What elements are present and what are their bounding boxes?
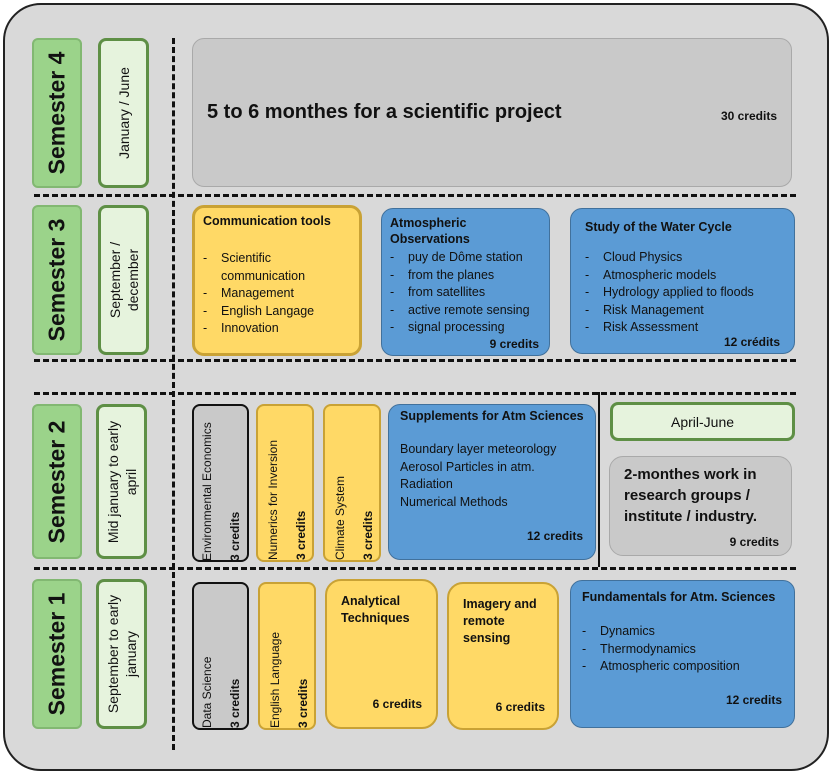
list-item: puy de Dôme station (390, 249, 550, 267)
data-science-credits: 3 credits (228, 678, 242, 728)
climate-system-credits: 3 credits (361, 510, 375, 560)
list-item: Management (203, 285, 353, 303)
climate-system-label: Climate System (333, 475, 347, 560)
communication-tools-list: Scientific communication Management Engl… (203, 250, 353, 338)
english-language-label: English Language (268, 631, 282, 728)
supplements-title: Supplements for Atm Sciences (400, 409, 584, 423)
internship-box: 2-monthes work in research groups / inst… (609, 456, 792, 556)
imagery-remote-sensing-credits: 6 credits (495, 700, 545, 714)
list-item: English Langage (203, 303, 353, 321)
atmospheric-observations-box: Atmospheric Observations puy de Dôme sta… (381, 208, 550, 356)
fundamentals-title: Fundamentals for Atm. Sciences (582, 590, 776, 604)
data-science-box: Data Science 3 credits (192, 582, 249, 730)
supplements-bracket (598, 392, 600, 567)
semester-4-label: Semester 4 (32, 38, 82, 188)
imagery-remote-sensing-title: Imagery and remote sensing (463, 597, 537, 645)
list-item: Risk Assessment (585, 319, 790, 337)
scientific-project-title: 5 to 6 monthes for a scientific project (207, 101, 562, 123)
list-item: from satellites (390, 284, 550, 302)
numerics-inversion-box: Numerics for Inversion 3 credits (256, 404, 314, 562)
data-science-label: Data Science (200, 656, 214, 728)
april-june-label: April-June (670, 414, 735, 430)
communication-tools-title: Communication tools (203, 214, 331, 228)
list-item: Radiation (400, 477, 453, 491)
analytical-techniques-box: Analytical Techniques 6 credits (325, 579, 438, 729)
semester-3-label: Semester 3 (32, 205, 82, 355)
fundamentals-credits: 12 credits (725, 693, 782, 707)
internship-title: 2-monthes work in research groups / inst… (624, 466, 758, 525)
list-item: Hydrology applied to floods (585, 284, 790, 302)
english-language-credits: 3 credits (296, 678, 310, 728)
list-item: Risk Management (585, 302, 790, 320)
semester-1-label: Semester 1 (32, 579, 82, 729)
semester-2-period: Mid january to early april (96, 404, 147, 559)
atmospheric-observations-list: puy de Dôme station from the planes from… (390, 249, 550, 337)
water-cycle-credits: 12 crédits (723, 335, 780, 349)
list-item: Atmospheric composition (582, 658, 792, 676)
list-item: Thermodynamics (582, 641, 792, 659)
list-item: Aerosol Particles in atm. (400, 459, 535, 474)
climate-system-box: Climate System 3 credits (323, 404, 381, 562)
list-item: from the planes (390, 267, 550, 285)
list-item: Atmospheric models (585, 267, 790, 285)
list-item: Scientific communication (203, 250, 353, 285)
semester-2-label: Semester 2 (32, 404, 82, 559)
water-cycle-title: Study of the Water Cycle (585, 220, 732, 234)
fundamentals-list: Dynamics Thermodynamics Atmospheric comp… (582, 623, 792, 676)
analytical-techniques-credits: 6 credits (372, 697, 422, 711)
environmental-economics-label: Environmental Economics (200, 422, 214, 561)
list-item: active remote sensing (390, 302, 550, 320)
english-language-box: English Language 3 credits (258, 582, 316, 730)
atmospheric-observations-title: Atmospheric Observations (390, 216, 470, 246)
semester-3-period: September / december (98, 205, 149, 355)
supplements-credits: 12 credits (526, 529, 583, 543)
list-item: Cloud Physics (585, 249, 790, 267)
list-item: signal processing (390, 319, 550, 337)
april-june-box: April-June (610, 402, 795, 441)
scientific-project-credits: 30 credits (720, 109, 777, 123)
environmental-economics-credits: 3 credits (228, 511, 242, 561)
supplements-list: Boundary layer meteorology Aerosol Parti… (400, 441, 595, 511)
scientific-project-box: 5 to 6 monthes for a scientific project … (192, 38, 792, 187)
list-item: Numerical Methods (400, 494, 508, 509)
environmental-economics-box: Environmental Economics 3 credits (192, 404, 249, 562)
semester-4-period: January / June (98, 38, 149, 188)
internship-credits: 9 credits (729, 535, 779, 549)
analytical-techniques-title: Analytical Techniques (341, 594, 410, 625)
numerics-inversion-credits: 3 credits (294, 510, 308, 560)
separator-s3-s2 (34, 359, 796, 362)
supplements-box: Supplements for Atm Sciences Boundary la… (388, 404, 596, 560)
communication-tools-box: Communication tools Scientific communica… (192, 205, 362, 356)
fundamentals-box: Fundamentals for Atm. Sciences Dynamics … (570, 580, 795, 728)
semester-1-period: September to early january (96, 579, 147, 729)
imagery-remote-sensing-box: Imagery and remote sensing 6 credits (447, 582, 559, 730)
water-cycle-list: Cloud Physics Atmospheric models Hydrolo… (585, 249, 790, 337)
separator-s2-s1 (34, 567, 796, 570)
list-item: Dynamics (582, 623, 792, 641)
list-item: Innovation (203, 320, 353, 338)
numerics-inversion-label: Numerics for Inversion (266, 439, 280, 560)
water-cycle-box: Study of the Water Cycle Cloud Physics A… (570, 208, 795, 354)
list-item: Boundary layer meteorology (400, 442, 557, 456)
atmospheric-observations-credits: 9 credits (489, 337, 539, 351)
separator-s3-s2-lower (34, 392, 796, 395)
separator-s4-s3 (34, 194, 796, 197)
